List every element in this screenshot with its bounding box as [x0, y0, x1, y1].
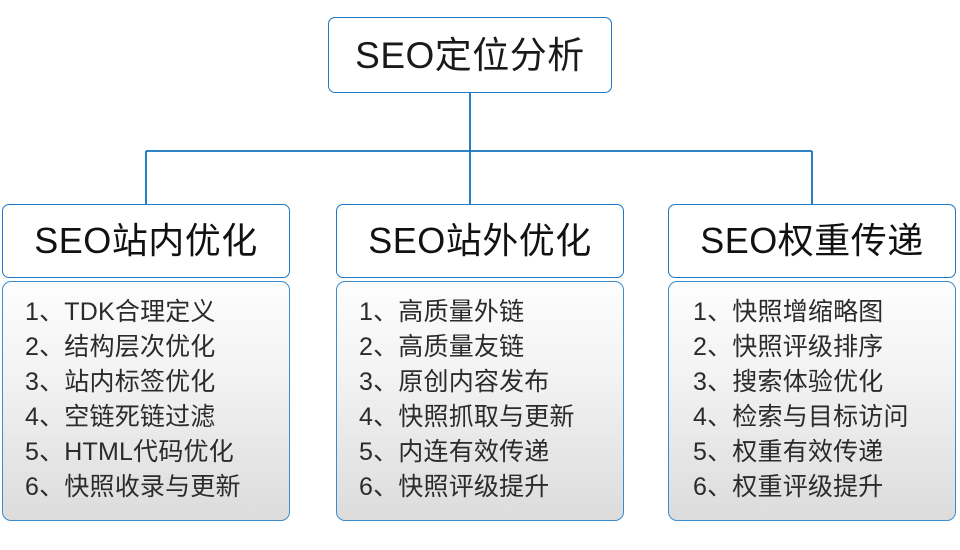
list-item: 3、原创内容发布 — [359, 368, 550, 396]
list-item: 6、权重评级提升 — [693, 473, 884, 501]
root-node[interactable]: SEO定位分析 — [328, 17, 612, 93]
list-item: 1、TDK合理定义 — [25, 298, 216, 326]
branch-header-1[interactable]: SEO站内优化 — [2, 204, 290, 278]
list-item: 1、高质量外链 — [359, 298, 525, 326]
branch-list-1: 1、TDK合理定义 2、结构层次优化 3、站内标签优化 4、空链死链过滤 5、H… — [2, 281, 290, 521]
branch-header-2[interactable]: SEO站外优化 — [336, 204, 624, 278]
branch-list-3: 1、快照增缩略图 2、快照评级排序 3、搜索体验优化 4、检索与目标访问 5、权… — [668, 281, 956, 521]
list-item: 4、快照抓取与更新 — [359, 403, 575, 431]
list-item: 3、站内标签优化 — [25, 368, 216, 396]
list-item: 2、高质量友链 — [359, 333, 525, 361]
branch-header-label-2: SEO站外优化 — [368, 220, 592, 261]
list-item: 1、快照增缩略图 — [693, 298, 884, 326]
branch-column-1: SEO站内优化 1、TDK合理定义 2、结构层次优化 3、站内标签优化 4、空链… — [2, 204, 290, 521]
list-item: 2、快照评级排序 — [693, 333, 884, 361]
branch-column-2: SEO站外优化 1、高质量外链 2、高质量友链 3、原创内容发布 4、快照抓取与… — [336, 204, 624, 521]
list-item: 5、HTML代码优化 — [25, 438, 234, 466]
branch-list-2: 1、高质量外链 2、高质量友链 3、原创内容发布 4、快照抓取与更新 5、内连有… — [336, 281, 624, 521]
branch-header-label-1: SEO站内优化 — [34, 220, 258, 261]
list-item: 3、搜索体验优化 — [693, 368, 884, 396]
list-item: 6、快照收录与更新 — [25, 473, 241, 501]
branch-header-3[interactable]: SEO权重传递 — [668, 204, 956, 278]
root-node-label: SEO定位分析 — [355, 34, 585, 76]
list-item: 2、结构层次优化 — [25, 333, 216, 361]
list-item: 5、内连有效传递 — [359, 438, 550, 466]
list-item: 4、空链死链过滤 — [25, 403, 216, 431]
list-item: 5、权重有效传递 — [693, 438, 884, 466]
list-item: 4、检索与目标访问 — [693, 403, 909, 431]
list-item: 6、快照评级提升 — [359, 473, 550, 501]
branch-header-label-3: SEO权重传递 — [700, 220, 924, 261]
branch-column-3: SEO权重传递 1、快照增缩略图 2、快照评级排序 3、搜索体验优化 4、检索与… — [668, 204, 956, 521]
